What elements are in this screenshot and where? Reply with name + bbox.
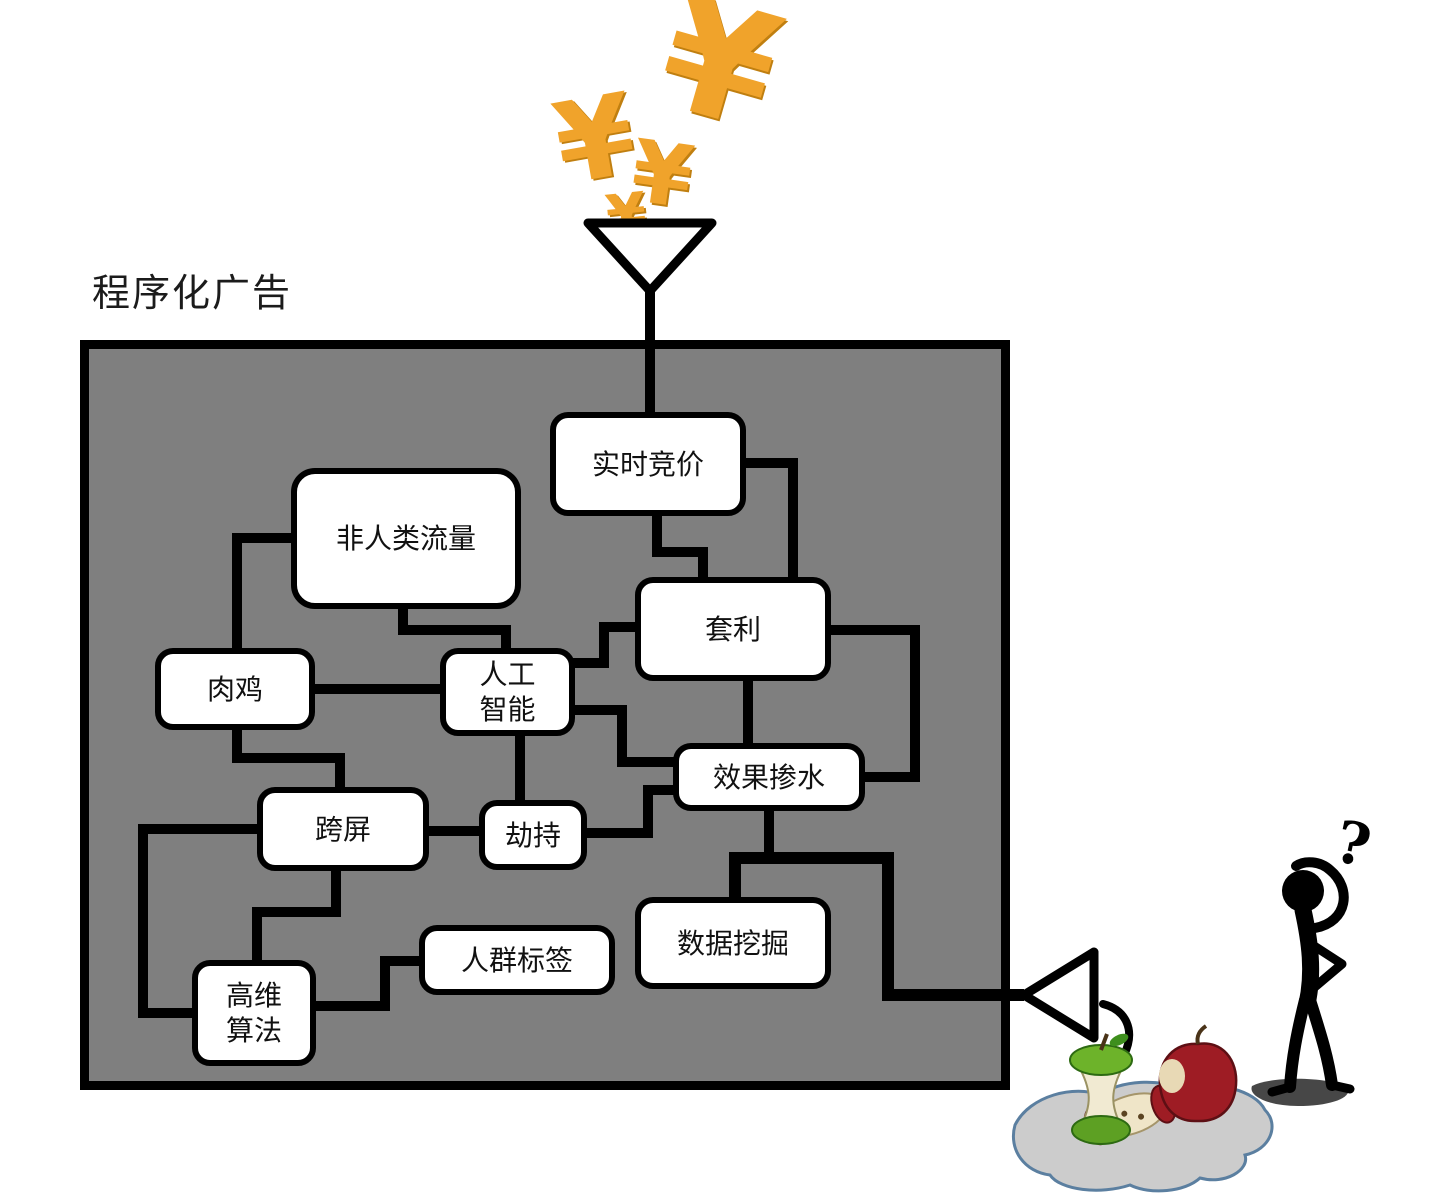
edge-crossscreen-to-highdim (252, 868, 341, 963)
node-audience-tags: 人群标签 (419, 925, 615, 995)
person-scratching-arm (1291, 857, 1349, 933)
node-data-mining: 数据挖掘 (635, 897, 831, 989)
edge-nonhuman-to-ai (398, 607, 511, 652)
person-left-foot (1267, 1082, 1295, 1097)
person-akimbo-arm (1302, 936, 1347, 995)
edge-rtb-to-arbitrage-a (652, 514, 708, 580)
node-label: 肉鸡 (206, 673, 263, 705)
node-arbitrage: 套利 (635, 577, 831, 681)
bitten-red-apple-icon (1158, 1024, 1238, 1123)
pour-drip-icon (1099, 1000, 1133, 1059)
edge-highdim-to-tags (314, 956, 422, 1011)
node-high-dimensional-algorithm: 高维 算法 (192, 960, 316, 1066)
person-head (1282, 870, 1324, 912)
node-label: 非人类流量 (335, 523, 476, 554)
node-zombie-machines: 肉鸡 (155, 648, 315, 730)
edge-zombie-to-crossscreen (232, 727, 345, 790)
node-label: 劫持 (504, 819, 561, 851)
node-label: 人群标签 (460, 944, 573, 976)
node-hijack: 劫持 (479, 800, 587, 870)
edge-crossscreen-loop-highdim (138, 824, 260, 1018)
node-label: 实时竞价 (591, 448, 704, 480)
node-label: 跨屏 (314, 813, 371, 845)
node-artificial-intelligence: 人工 智能 (440, 648, 575, 736)
input-funnel-icon (583, 218, 717, 296)
person-shadow (1251, 1078, 1349, 1106)
person-right-leg (1304, 994, 1338, 1091)
connectors (138, 288, 920, 1018)
node-nonhuman-traffic: 非人类流量 (291, 468, 521, 609)
core-bottom (1071, 1115, 1131, 1145)
apple-stem (1195, 1024, 1208, 1045)
node-label: 套利 (704, 613, 761, 645)
edge-rtb-to-arbitrage-b (743, 458, 798, 580)
node-diluted-results: 效果掺水 (673, 743, 865, 811)
node-cross-screen: 跨屏 (257, 787, 429, 871)
apple-seed (1121, 1110, 1128, 1117)
edge-nonhuman-to-zombie (232, 533, 294, 652)
node-label: 数据挖掘 (676, 927, 789, 959)
edge-arbitrage-loop-dilute (828, 625, 920, 782)
node-label: 高维 算法 (225, 980, 282, 1046)
confused-person-icon (1251, 857, 1355, 1106)
edge-junction-to-exit-funnel (729, 852, 1024, 1001)
node-real-time-bidding: 实时竞价 (550, 412, 746, 516)
apple-seed (1138, 1113, 1145, 1120)
person-left-leg (1284, 994, 1311, 1093)
apple-leaf (1109, 1033, 1129, 1047)
edge-ai-to-arbitrage (572, 622, 638, 668)
green-apple-core-icon (1069, 1033, 1133, 1145)
apple-stem (1099, 1033, 1109, 1051)
node-label: 人工 智能 (479, 659, 536, 725)
edge-hijack-to-dilute (584, 785, 676, 838)
node-label: 效果掺水 (712, 761, 825, 793)
output-funnel-icon (1019, 947, 1099, 1043)
person-right-foot (1327, 1080, 1355, 1094)
edge-ai-to-dilute (572, 705, 676, 767)
bite-mark (1159, 1059, 1185, 1093)
page-title: 程序化广告 (92, 273, 293, 315)
waste-puddle-group (1012, 1024, 1274, 1193)
